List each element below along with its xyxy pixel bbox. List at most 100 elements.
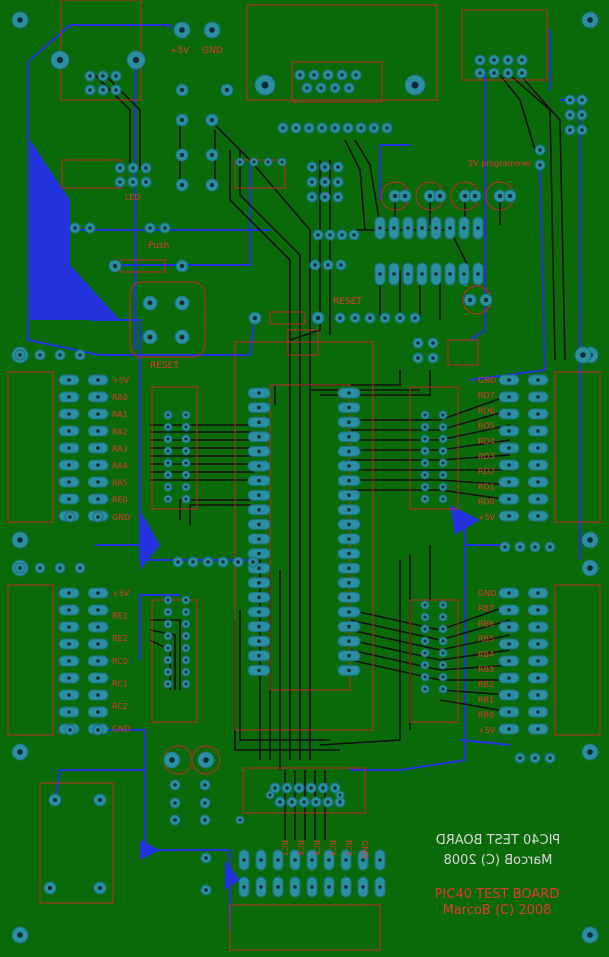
array-pin	[420, 624, 430, 634]
bottom-header-label: RC3	[344, 840, 353, 856]
mounting-hole	[11, 926, 29, 944]
header-pin	[527, 587, 549, 599]
header-pin	[527, 604, 549, 616]
header-pin	[498, 587, 520, 599]
ic-pin-left	[247, 475, 271, 487]
header-pin	[527, 493, 549, 505]
header-pin	[58, 442, 80, 454]
pad	[409, 312, 421, 324]
pad	[247, 556, 259, 568]
header-pin	[306, 849, 318, 871]
pad	[93, 793, 107, 807]
header-pin	[527, 408, 549, 420]
pad	[110, 70, 122, 82]
array-pin	[438, 624, 448, 634]
pad	[64, 511, 76, 523]
pad	[127, 176, 139, 188]
pad	[69, 222, 81, 234]
header-label: RC1	[112, 679, 128, 688]
pad	[187, 556, 199, 568]
pad	[322, 796, 334, 808]
header-pin	[238, 876, 250, 898]
array-pin	[438, 672, 448, 682]
pad	[127, 162, 139, 174]
array-pin	[181, 595, 191, 605]
header-label: GND	[112, 513, 130, 522]
ic-pin-right	[337, 460, 361, 472]
array-pin	[163, 607, 173, 617]
array-pin	[181, 482, 191, 492]
header-label: RD4	[478, 437, 495, 446]
header-label: RB3	[478, 665, 494, 674]
pad	[54, 349, 66, 361]
array-pin	[420, 470, 430, 480]
pad	[364, 312, 376, 324]
array-pin	[438, 470, 448, 480]
db-pin	[315, 82, 327, 94]
pad	[335, 790, 345, 800]
pad	[200, 884, 212, 896]
bottom-header-label: RC7	[280, 840, 289, 856]
header-pin	[527, 689, 549, 701]
pad	[324, 229, 336, 241]
pad	[348, 229, 360, 241]
ic-pin-right	[337, 577, 361, 589]
header-label: RB6	[478, 619, 494, 628]
pads	[11, 11, 599, 944]
header-pin	[87, 706, 109, 718]
mounting-hole	[11, 11, 29, 29]
pad	[319, 191, 331, 203]
pad	[235, 815, 245, 825]
array-pin	[163, 631, 173, 641]
ic-pin-right	[337, 621, 361, 633]
ic-pin-left	[247, 650, 271, 662]
header-pin	[498, 391, 520, 403]
header-pin	[527, 391, 549, 403]
pad	[544, 541, 556, 553]
array-pin	[181, 494, 191, 504]
array-pin	[163, 482, 173, 492]
pad	[286, 796, 298, 808]
silk-title-line2: MarcoB (C) 2008	[444, 853, 553, 868]
header-pin	[87, 621, 109, 633]
ic-pin-right	[337, 606, 361, 618]
ic-pin-left	[247, 635, 271, 647]
header-pin	[527, 655, 549, 667]
pad	[159, 222, 171, 234]
pad	[169, 779, 181, 791]
array-pin	[181, 410, 191, 420]
pad	[175, 148, 189, 162]
button-pin	[142, 295, 158, 311]
pad	[576, 94, 588, 106]
array-pin	[181, 679, 191, 689]
pad	[514, 541, 526, 553]
ic-pin-right	[337, 548, 361, 560]
ic-pin-left	[247, 460, 271, 472]
header-label: GND	[112, 725, 130, 734]
ic-pin-right	[337, 533, 361, 545]
header-label: RD5	[478, 422, 495, 431]
ic-pin-left	[247, 416, 271, 428]
header-pin	[498, 442, 520, 454]
pad	[202, 556, 214, 568]
pad-oval	[402, 262, 414, 286]
pad	[74, 349, 86, 361]
pad	[309, 259, 321, 271]
db-pin	[350, 69, 362, 81]
header-pin	[87, 604, 109, 616]
pad	[349, 312, 361, 324]
pad	[163, 751, 181, 769]
header-label: +5V	[478, 513, 496, 522]
header-pin	[498, 672, 520, 684]
db-pin	[336, 69, 348, 81]
pad	[144, 222, 156, 234]
header-pin	[498, 408, 520, 420]
array-pin	[181, 434, 191, 444]
pad	[332, 191, 344, 203]
array-pin	[163, 679, 173, 689]
silk-title: PIC40 TEST BOARD MarcoB (C) 2008	[436, 833, 561, 868]
pad	[529, 541, 541, 553]
pad-oval	[388, 216, 400, 240]
pad	[305, 782, 317, 794]
